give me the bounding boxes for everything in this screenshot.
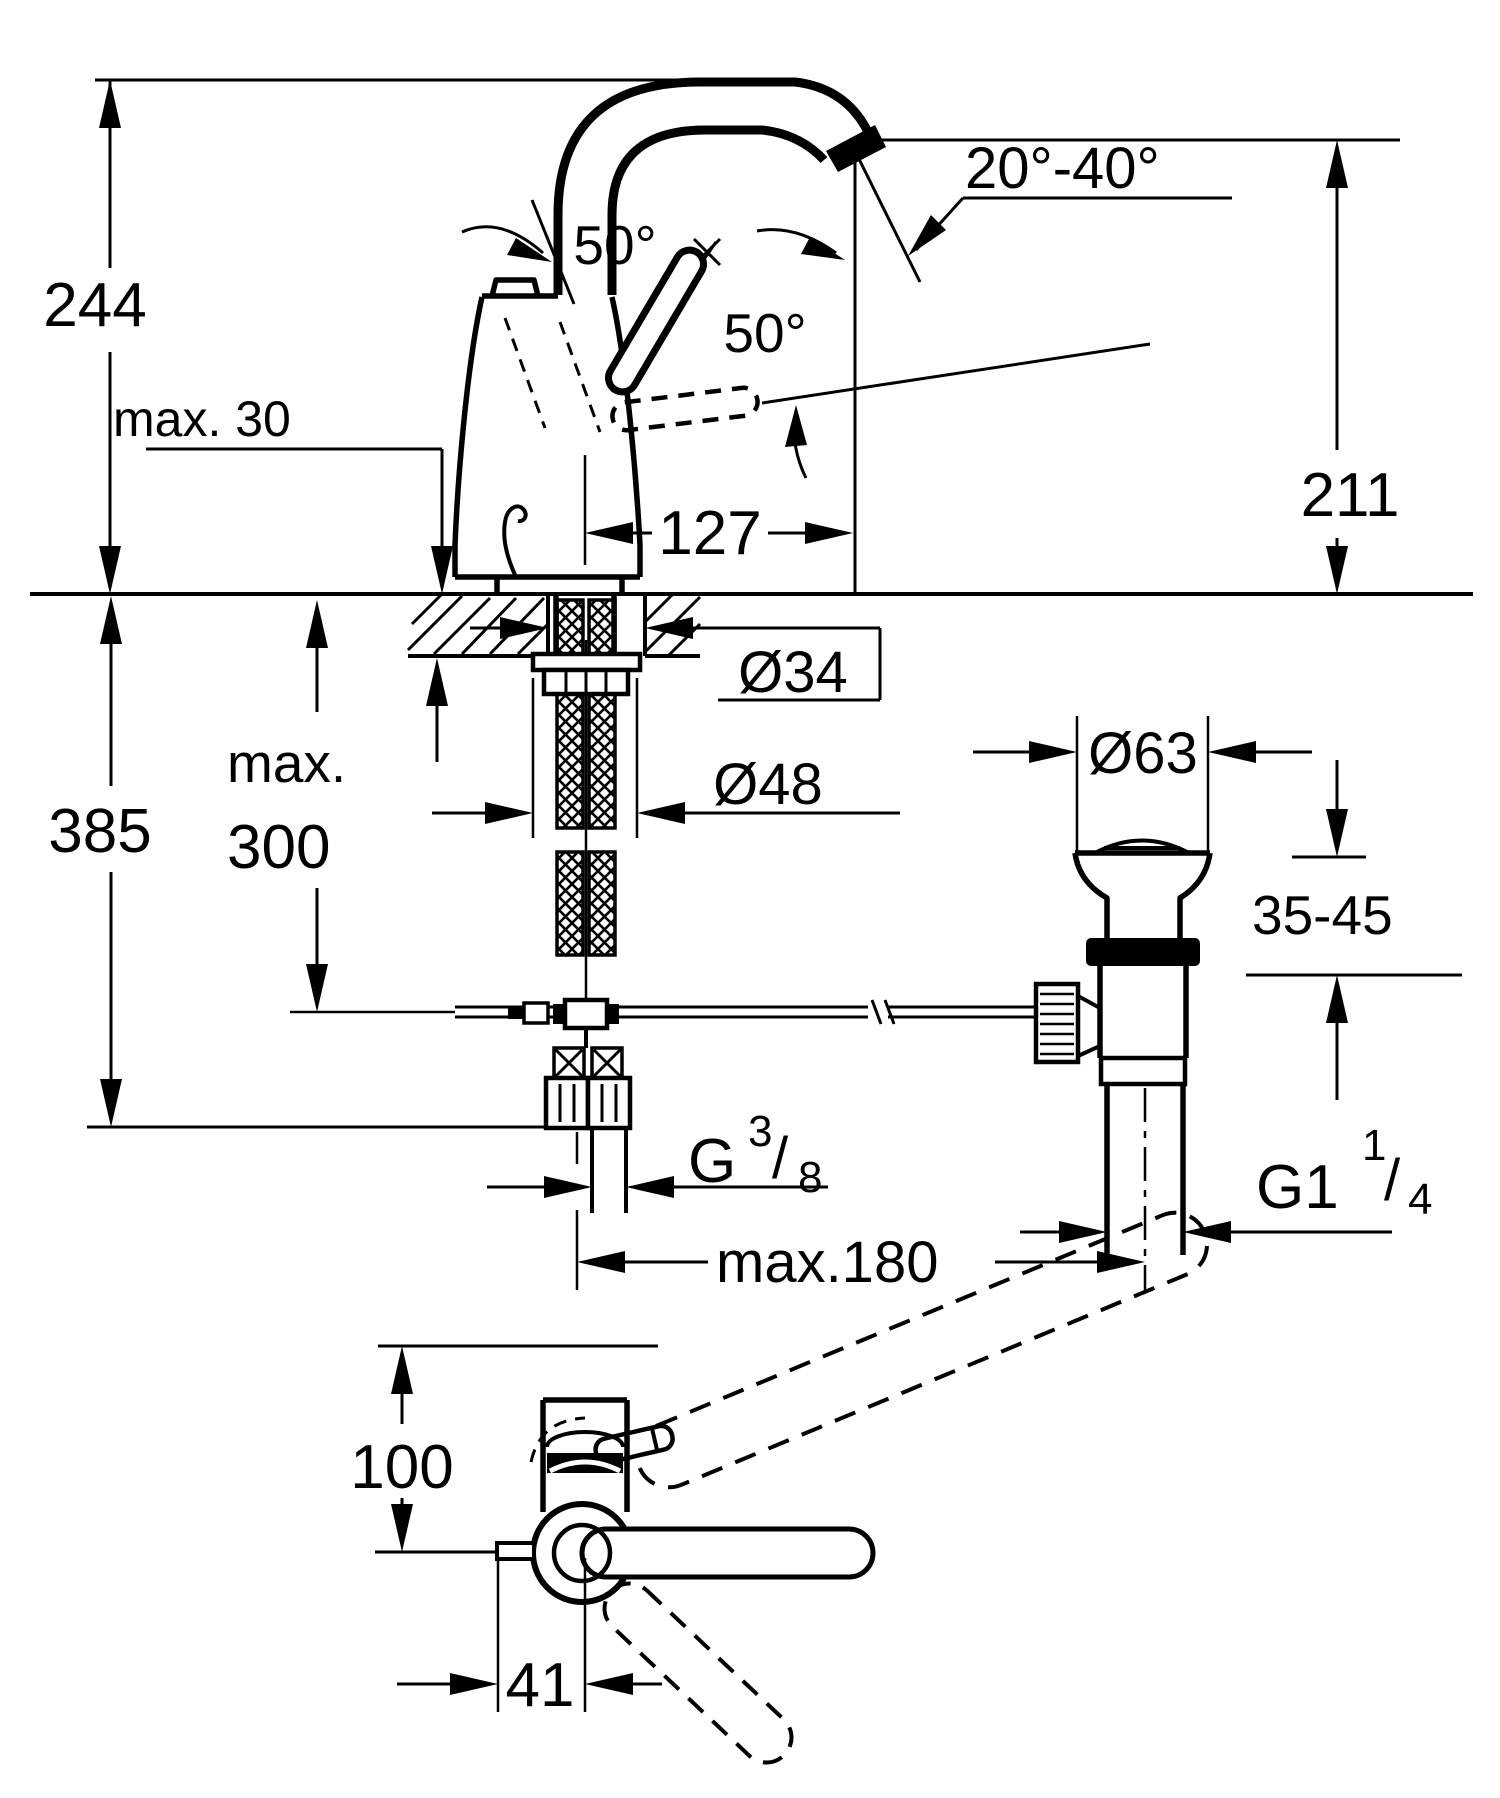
plan-handle xyxy=(579,1526,876,1580)
dim-d63-label: Ø63 xyxy=(1088,721,1198,786)
dim-127-label: 127 xyxy=(658,499,761,568)
dim-hole-diameter: Ø34 xyxy=(470,617,882,705)
dim-d48-label: Ø48 xyxy=(713,752,823,817)
mounting-washer xyxy=(530,651,643,673)
dim-g38-slash: / xyxy=(772,1126,789,1191)
dim-g114-denominator: 4 xyxy=(1408,1175,1432,1224)
dim-385-label: 385 xyxy=(48,797,151,866)
supply-hose-right xyxy=(587,598,617,830)
pop-up-plug xyxy=(1094,838,1190,855)
dim-g114-prefix: G1 xyxy=(1256,1153,1339,1222)
dim-41-label: 41 xyxy=(506,1651,575,1720)
dim-outlet-height: 211 xyxy=(853,138,1400,594)
pull-rod-hook xyxy=(502,504,528,578)
lever-pivot-cap xyxy=(489,277,541,297)
dim-drain-distance: max.180 xyxy=(575,1210,1145,1295)
dim-valve-deck-range: 35-45 xyxy=(1246,760,1462,1100)
dim-max30-label: max. 30 xyxy=(113,391,291,447)
plan-pull-rod-stub xyxy=(495,1541,536,1561)
dim-50-tilt-label: 50° xyxy=(573,214,656,276)
dim-max300-label-2: 300 xyxy=(227,813,330,882)
dim-handle-offset: 41 xyxy=(397,1560,662,1720)
dim-100-label: 100 xyxy=(350,1433,453,1502)
dim-plan-depth: 100 xyxy=(350,1344,658,1554)
dim-lever-tilt: 50° xyxy=(461,199,657,305)
pop-up-rod xyxy=(290,997,1038,1048)
dim-244-label: 244 xyxy=(43,271,146,340)
dim-g38-prefix: G xyxy=(688,1127,736,1196)
dim-overall-height: 244 xyxy=(43,78,800,594)
dim-below-deck-height: 385 xyxy=(48,596,546,1129)
lever-dashed xyxy=(610,342,1151,479)
faucet-body xyxy=(452,277,643,594)
hose-connectors xyxy=(543,1046,633,1213)
dim-35-45-label: 35-45 xyxy=(1252,884,1393,946)
dim-g38-denominator: 8 xyxy=(798,1153,822,1202)
dim-outlet-angle: 20°-40° xyxy=(855,136,1232,283)
plan-view: 100 41 xyxy=(350,1210,1209,1765)
waste-tailpipe xyxy=(1104,1084,1186,1255)
mounting-shank xyxy=(553,596,617,652)
spout-outlet-face xyxy=(826,125,886,172)
dim-g114-numerator: 1 xyxy=(1362,1121,1386,1170)
rubber-seal xyxy=(1086,938,1200,966)
dim-supply-thread: G 3 / 8 xyxy=(487,1107,828,1202)
dim-waste-thread: G1 1 / 4 xyxy=(1020,1121,1432,1243)
dim-lever-swivel: 50° xyxy=(723,228,845,364)
drain-valve: Ø63 35-45 G1 1 / 4 xyxy=(973,716,1462,1292)
lever-solid xyxy=(605,237,722,396)
plan-body xyxy=(529,1397,630,1512)
dim-max180-label: max.180 xyxy=(716,1230,938,1295)
dim-spout-projection: 127 xyxy=(585,499,853,568)
deck xyxy=(30,592,1473,658)
dim-g38-numerator: 3 xyxy=(748,1107,772,1156)
lever-swivel-dashed xyxy=(602,1581,794,1765)
spout-swivel-dashed xyxy=(635,1210,1209,1490)
dim-g114-slash: / xyxy=(1384,1148,1401,1213)
dim-shank-diameter: Ø48 xyxy=(432,678,900,838)
dim-deck-thickness: max. 30 xyxy=(113,391,453,762)
supply-pipe xyxy=(590,1128,628,1213)
dim-hose-clearance: max. 300 xyxy=(227,600,346,1012)
dim-max300-label-1: max. xyxy=(227,732,346,794)
under-deck-assembly xyxy=(290,596,1038,1213)
dim-flange-diameter: Ø63 xyxy=(973,716,1312,853)
plan-handle-ball xyxy=(551,1522,613,1584)
supply-hose-left xyxy=(555,598,585,830)
rod-junction-block xyxy=(562,997,610,1031)
dim-50-swivel-label: 50° xyxy=(723,302,806,364)
spout xyxy=(553,77,886,295)
dim-d34-label: Ø34 xyxy=(738,640,848,705)
dim-211-label: 211 xyxy=(1301,461,1400,530)
dim-20-40-label: 20°-40° xyxy=(965,136,1160,201)
